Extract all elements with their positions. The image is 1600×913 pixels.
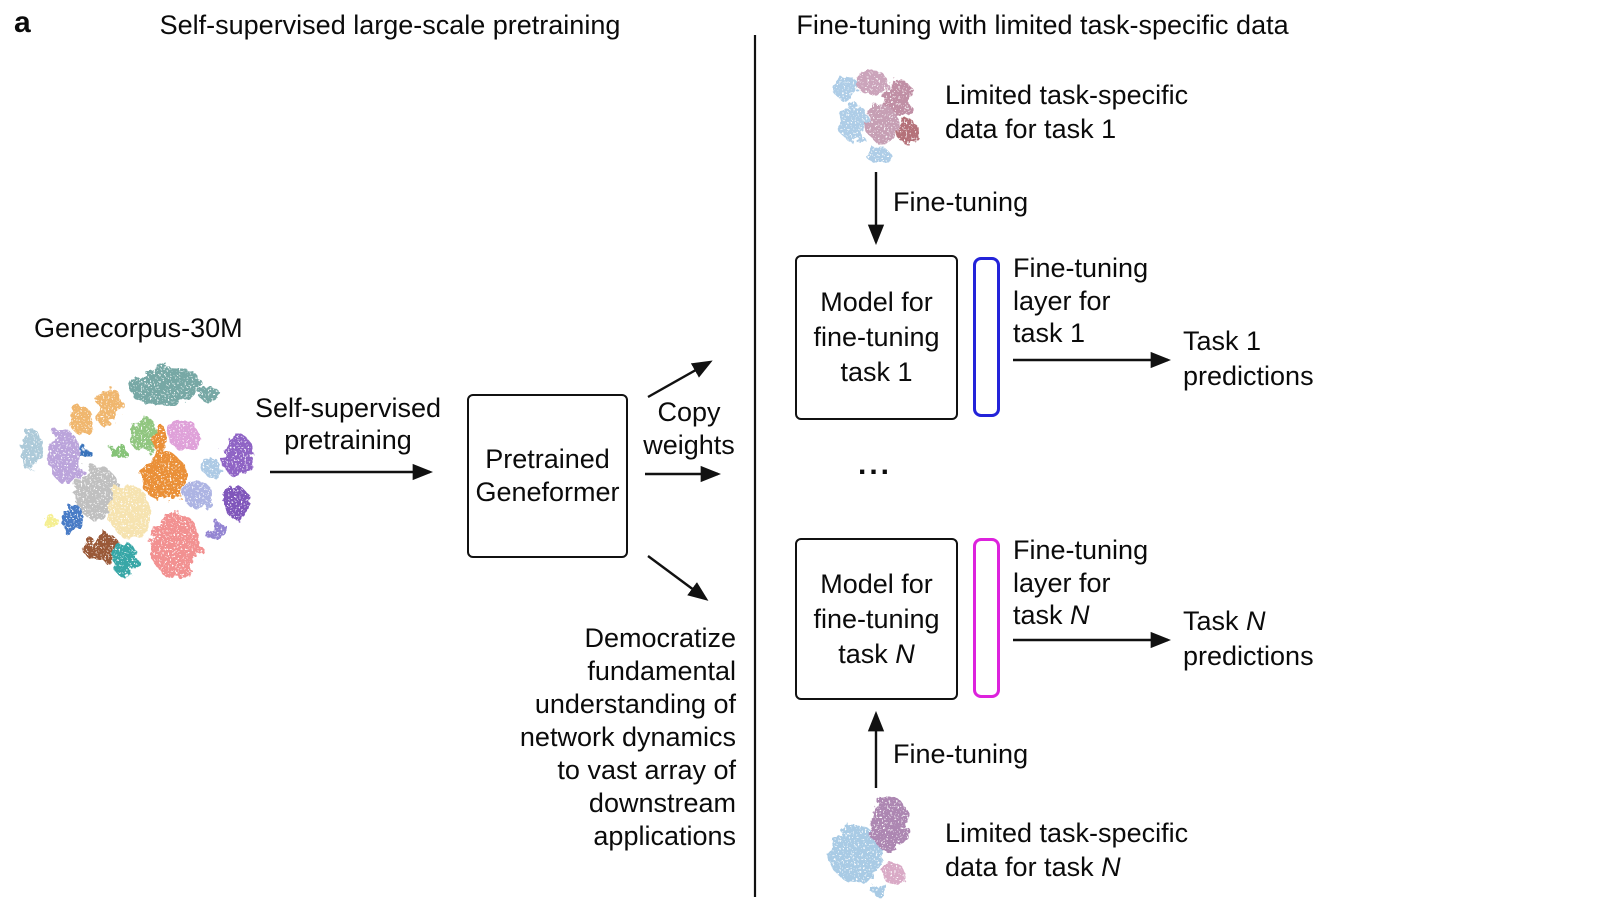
taskn-data-label: Limited task-specific data for task N [945,816,1188,884]
panel-label: a [14,6,31,39]
taskn-n: N [1101,852,1121,882]
layern-line2: layer for [1013,567,1111,598]
task1-predictions-label: Task 1 predictions [1183,324,1314,394]
modeln-line3: task N [838,637,915,672]
layern-line3: task N [1013,599,1148,632]
copy-weights-arrow-down [647,555,709,601]
pred1-line1: Task 1 [1183,324,1314,359]
tasks-ellipsis: ... [858,448,893,481]
democratize-text: Democratize fundamental understanding of… [430,622,736,853]
task1-data-line2: data for task 1 [945,112,1188,146]
left-section-title: Self-supervised large-scale pretraining [159,10,621,40]
pretrained-geneformer-box: Pretrained Geneformer [467,394,628,558]
predn-line1: Task N [1183,604,1314,639]
model1-n: 1 [897,357,913,387]
geneformer-box-line2: Geneformer [475,477,620,507]
geneformer-box-line1: Pretrained [485,444,610,474]
modeln-line2: fine-tuning [813,603,940,634]
copy-weights-label: Copy weights [630,396,748,462]
taskn-data-line2: data for task N [945,850,1188,884]
democratize-line: Democratize [584,623,736,653]
democratize-line: network dynamics [519,722,736,752]
predn-line2: predictions [1183,641,1314,671]
layer1-n: 1 [1070,318,1086,348]
model1-line3-prefix: task [840,357,898,387]
predn-prefix: Task [1183,606,1247,636]
democratize-line: applications [593,821,736,851]
finetuning-layer-label-taskn: Fine-tuning layer for task N [1013,534,1148,632]
modeln-line3-prefix: task [838,638,896,669]
layer1-line3-prefix: task [1013,318,1071,348]
pred1-n: 1 [1246,326,1262,356]
pretraining-arrow-label: Self-supervised pretraining [248,392,448,456]
copy-weights-arrow-up [647,360,713,399]
taskn-predictions-label: Task N predictions [1183,604,1314,674]
task1-data-line2-prefix: data for task [945,114,1102,144]
model-box-taskn: Model for fine-tuning task N [795,538,958,700]
model1-line3: task 1 [840,355,912,390]
pred1-line2: predictions [1183,361,1314,391]
finetuning-layer-label-task1: Fine-tuning layer for task 1 [1013,252,1148,350]
layern-n: N [1070,600,1090,630]
genecorpus-umap-image [20,366,254,579]
task1-n: 1 [1101,114,1117,144]
layer1-line2: layer for [1013,285,1111,316]
modeln-line1: Model for [820,568,933,599]
predn-n: N [1246,606,1266,636]
modeln-n: N [895,638,915,669]
pretrain-label-line2: pretraining [284,425,412,455]
layern-line1: Fine-tuning [1013,535,1149,565]
democratize-line: understanding of [534,689,736,719]
taskn-data-line2-prefix: data for task [945,852,1102,882]
pretrain-label-line1: Self-supervised [254,393,442,423]
model1-line1: Model for [820,287,933,317]
democratize-line: downstream [588,788,736,818]
finetuning-layer-rect-task1 [973,257,1000,417]
layer1-line1: Fine-tuning [1013,253,1149,283]
model1-line2: fine-tuning [813,322,940,352]
task1-finetuning-label: Fine-tuning [893,187,1029,217]
taskn-data-line1: Limited task-specific [945,818,1189,848]
task1-data-umap-image [833,69,918,163]
taskn-data-umap-image [829,797,910,896]
right-section-title: Fine-tuning with limited task-specific d… [796,10,1289,40]
task1-data-label: Limited task-specific data for task 1 [945,78,1188,146]
copy-weights-line2: weights [643,430,735,460]
model-box-task1: Model for fine-tuning task 1 [795,255,958,420]
genecorpus-label: Genecorpus-30M [34,313,243,343]
democratize-line: to vast array of [557,755,736,785]
task1-data-line1: Limited task-specific [945,80,1189,110]
taskn-finetuning-label: Fine-tuning [893,739,1029,769]
finetuning-layer-rect-taskn [973,538,1000,698]
layern-line3-prefix: task [1013,600,1071,630]
copy-weights-line1: Copy [657,397,721,427]
democratize-line: fundamental [587,656,736,686]
pred1-prefix: Task [1183,326,1247,356]
layer1-line3: task 1 [1013,317,1148,350]
